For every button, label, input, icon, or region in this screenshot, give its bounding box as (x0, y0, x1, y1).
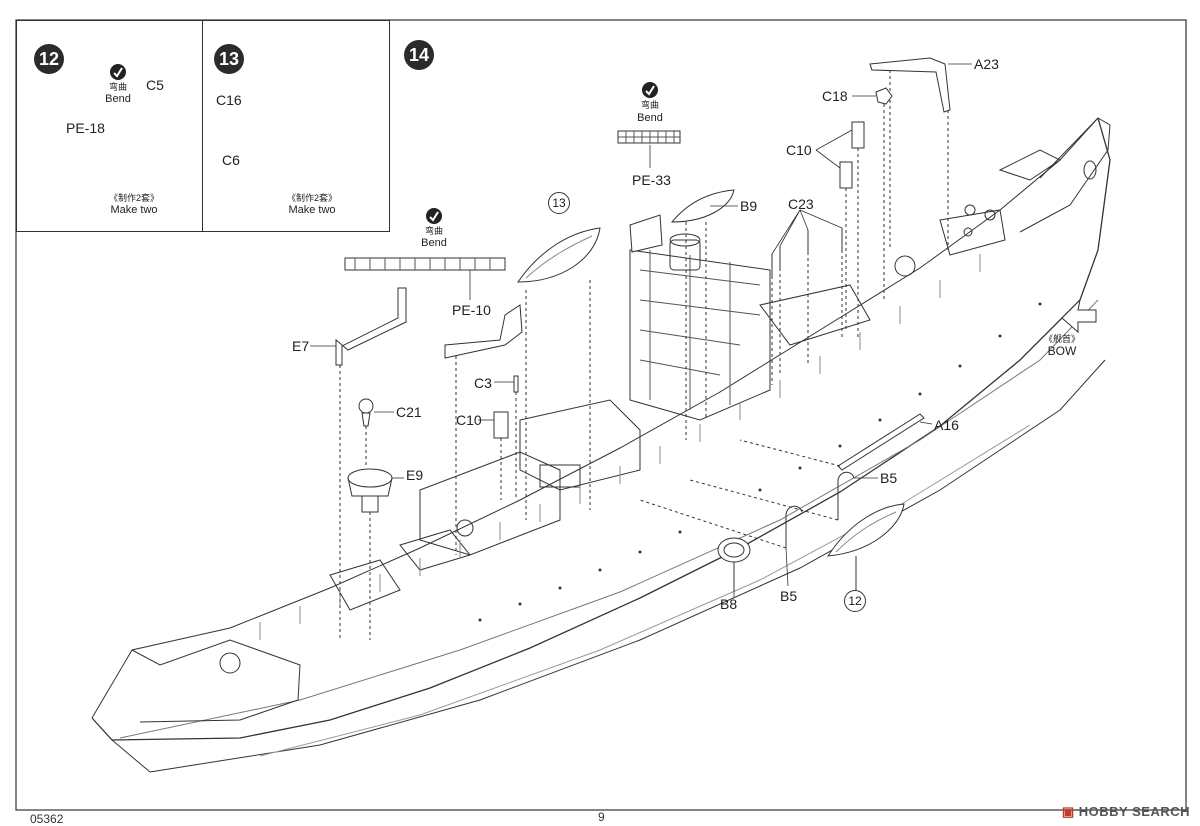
step-ref-12: 12 (844, 590, 866, 612)
step12-bend-en: Bend (105, 93, 131, 105)
part-label-pe33: PE-33 (632, 172, 671, 188)
watermark-icon: ▣ (1061, 804, 1079, 819)
watermark-text: HOBBY SEARCH (1078, 804, 1190, 819)
step-14-badge: 14 (404, 40, 434, 70)
step14-parts (335, 57, 1097, 640)
bend-icon (110, 64, 126, 80)
part-label-b9: B9 (740, 198, 758, 214)
watermark-logo: ▣ HOBBY SEARCH (1062, 804, 1190, 820)
step-12-badge: 12 (34, 44, 64, 74)
part-label-c5: C5 (146, 77, 164, 93)
part-label-b8: B8 (720, 596, 738, 612)
step14-bend1-cn: 弯曲 (640, 100, 659, 110)
step12-make-cn: 《制作2套》 (108, 193, 159, 203)
step13-make-en: Make two (288, 204, 336, 216)
step14-bend2-cn: 弯曲 (424, 226, 443, 236)
step12-bend-cn: 弯曲 (108, 82, 127, 92)
footer-code: 05362 (30, 812, 64, 826)
step-ref-13: 13 (548, 192, 570, 214)
part-label-e9: E9 (406, 467, 424, 483)
bow-cn: 《舰首》 (1043, 334, 1080, 344)
part-label-c6: C6 (222, 152, 240, 168)
step12-make-en: Make two (110, 204, 158, 216)
part-label-c16: C16 (216, 92, 242, 108)
page-frame (15, 19, 1187, 811)
part-label-b5-top: B5 (880, 470, 898, 486)
part-label-a23: A23 (974, 56, 999, 72)
part-label-c21: C21 (396, 404, 422, 420)
footer-page: 9 (598, 810, 605, 824)
part-label-c3: C3 (474, 375, 492, 391)
part-label-c10: C10 (456, 412, 482, 428)
ship-hull (91, 117, 1111, 773)
part-label-e7: E7 (292, 338, 310, 354)
step14-bend2-en: Bend (421, 237, 447, 249)
part-label-c23: C23 (788, 196, 814, 212)
part-label-pe10: PE-10 (452, 302, 491, 318)
part-label-c18: C18 (822, 88, 848, 104)
part-label-pe18: PE-18 (66, 120, 105, 136)
part-label-a16: A16 (934, 417, 959, 433)
bow-en: BOW (1047, 344, 1077, 358)
step13-make-cn: 《制作2套》 (286, 193, 337, 203)
bend-icon (426, 208, 442, 224)
bend-icon (642, 82, 658, 98)
step-13-badge: 13 (214, 44, 244, 74)
part-label-c10-top: C10 (786, 142, 812, 158)
part-label-b5-bottom: B5 (780, 588, 798, 604)
step14-bend1-en: Bend (637, 112, 663, 124)
